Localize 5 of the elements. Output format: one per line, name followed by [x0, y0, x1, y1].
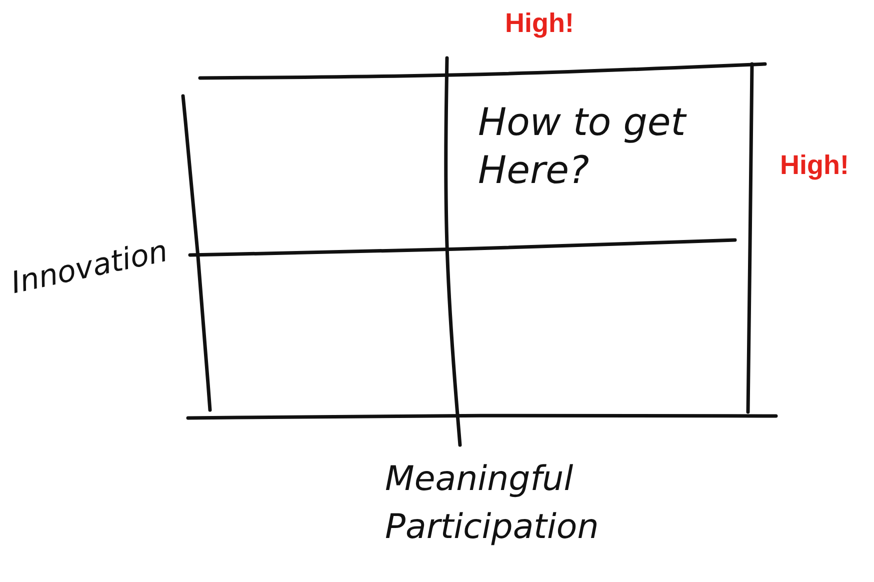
quadrant-text: How to get Here?	[478, 99, 688, 194]
axis-label: Meaningful Participation	[385, 458, 600, 549]
axis-high-label: High!	[505, 8, 574, 39]
axis-label: Innovation	[8, 234, 171, 302]
axis-high-label: High!	[780, 150, 849, 181]
